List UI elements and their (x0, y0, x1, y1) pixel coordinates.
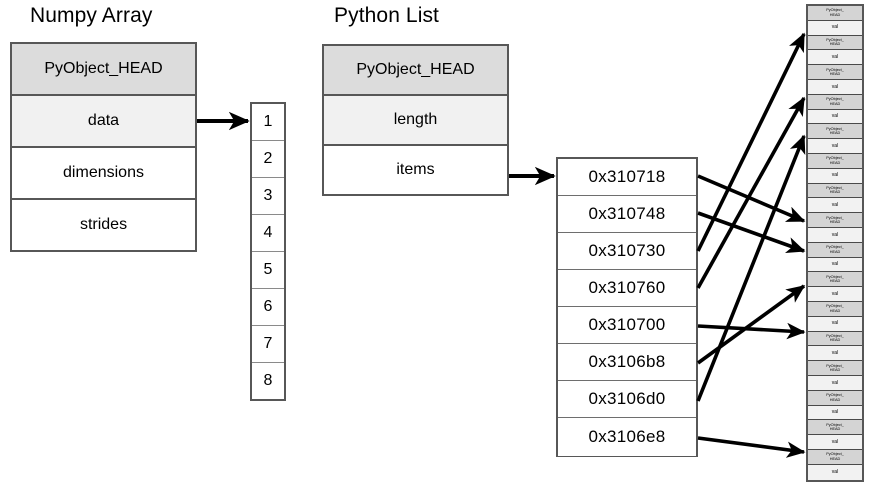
arrow-pointer-to-object-0 (697, 174, 806, 223)
object-cell-value: val (808, 405, 862, 421)
object-cell-pyobject-head: PyObject_ HEAD (808, 183, 862, 199)
buffer-cell: 5 (252, 252, 284, 289)
pointer-cell: 0x310748 (558, 196, 696, 233)
numpy-data-buffer: 1 2 3 4 5 6 7 8 (250, 102, 286, 401)
arrow-pointer-to-object-3 (696, 96, 806, 289)
object-cell-value: val (808, 198, 862, 214)
numpy-row-data: data (12, 96, 195, 148)
object-cell-value: val (808, 316, 862, 332)
object-cell-pyobject-head: PyObject_ HEAD (808, 361, 862, 376)
object-cell-pyobject-head: PyObject_ HEAD (808, 6, 862, 21)
pointer-cell: 0x310730 (558, 233, 696, 270)
object-cell-value: val (808, 79, 862, 95)
pointer-cell: 0x3106b8 (558, 344, 696, 381)
buffer-cell: 7 (252, 326, 284, 363)
object-cell-value: val (808, 257, 862, 273)
pointer-cell: 0x310718 (558, 159, 696, 196)
object-cell-value: val (808, 287, 862, 302)
object-cell-pyobject-head: PyObject_ HEAD (808, 301, 862, 317)
object-cell-pyobject-head: PyObject_ HEAD (808, 390, 862, 406)
arrow-pointer-to-object-7 (697, 436, 806, 458)
object-cell-pyobject-head: PyObject_ HEAD (808, 65, 862, 80)
buffer-cell: 8 (252, 363, 284, 399)
object-cell-pyobject-head: PyObject_ HEAD (808, 449, 862, 465)
object-cell-pyobject-head: PyObject_ HEAD (808, 35, 862, 51)
numpy-row-strides: strides (12, 200, 195, 250)
object-cell-pyobject-head: PyObject_ HEAD (808, 420, 862, 436)
numpy-array-struct: PyObject_HEAD data dimensions strides (10, 42, 197, 252)
list-row-items: items (324, 146, 507, 194)
object-cell-value: val (808, 168, 862, 184)
object-cell-pyobject-head: PyObject_ HEAD (808, 272, 862, 288)
pointer-cell: 0x3106e8 (558, 418, 696, 456)
object-cell-pyobject-head: PyObject_ HEAD (808, 153, 862, 169)
object-cell-value: val (808, 20, 862, 36)
pointer-cell: 0x310700 (558, 307, 696, 344)
pointer-cell: 0x3106d0 (558, 381, 696, 418)
arrow-pointer-to-object-4 (697, 322, 806, 340)
buffer-cell: 4 (252, 215, 284, 252)
numpy-array-title: Numpy Array (30, 4, 153, 27)
arrow-pointer-to-object-2 (696, 32, 806, 252)
python-list-title: Python List (334, 4, 439, 27)
object-cell-value: val (808, 227, 862, 243)
object-cell-value: val (808, 435, 862, 450)
list-pointer-array: 0x310718 0x310748 0x310730 0x310760 0x31… (556, 157, 698, 457)
object-cell-pyobject-head: PyObject_ HEAD (808, 331, 862, 347)
object-cell-pyobject-head: PyObject_ HEAD (808, 242, 862, 258)
object-cell-value: val (808, 464, 862, 480)
buffer-cell: 1 (252, 104, 284, 141)
object-cell-value: val (808, 50, 862, 66)
object-cell-value: val (808, 139, 862, 154)
object-cell-pyobject-head: PyObject_ HEAD (808, 124, 862, 140)
arrow-pointer-to-object-6 (696, 134, 806, 402)
list-row-length: length (324, 96, 507, 146)
pointer-cell: 0x310760 (558, 270, 696, 307)
object-cell-value: val (808, 346, 862, 362)
object-cell-value: val (808, 375, 862, 391)
arrow-pointer-to-object-1 (697, 211, 806, 253)
numpy-row-pyobject-head: PyObject_HEAD (12, 44, 195, 96)
buffer-cell: 2 (252, 141, 284, 178)
numpy-row-dimensions: dimensions (12, 148, 195, 200)
python-list-struct: PyObject_HEAD length items (322, 44, 509, 196)
arrow-pointer-to-object-5 (696, 284, 806, 365)
buffer-cell: 3 (252, 178, 284, 215)
buffer-cell: 6 (252, 289, 284, 326)
object-cell-pyobject-head: PyObject_ HEAD (808, 94, 862, 110)
object-cell-value: val (808, 109, 862, 125)
list-row-pyobject-head: PyObject_HEAD (324, 46, 507, 96)
object-cell-pyobject-head: PyObject_ HEAD (808, 213, 862, 228)
